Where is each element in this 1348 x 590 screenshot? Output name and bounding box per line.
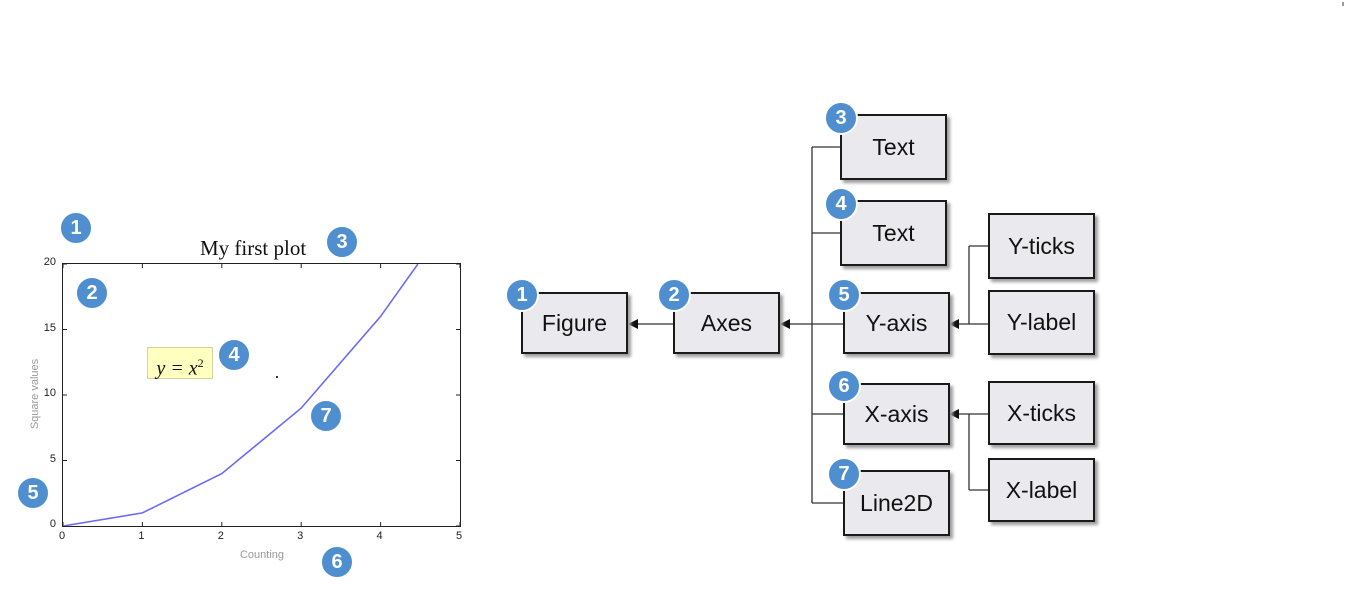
data-line [63,264,419,526]
node-axes: Axes [673,292,780,354]
badge-y-axis: 5 [16,476,50,510]
node-y-axis: Y-axis [843,292,950,354]
badge-figure: 1 [59,211,93,245]
y-tick-label: 10 [43,387,56,399]
y-tick-label: 20 [43,256,56,268]
badge-node-x-axis: 6 [827,369,861,403]
x-tick-label: 5 [455,530,463,542]
node-text-title: Text [840,114,947,180]
node-text-formula: Text [840,200,947,266]
x-tick-label: 0 [58,530,66,542]
plot-title: My first plot [200,236,307,260]
badge-title: 3 [325,225,359,259]
badge-axes: 2 [75,276,109,310]
node-y-label: Y-label [988,290,1095,355]
node-x-ticks: X-ticks [988,381,1095,445]
node-y-ticks: Y-ticks [988,213,1095,279]
badge-node-axes: 2 [657,278,691,312]
formula-base: y = x [156,357,198,380]
node-figure: Figure [521,292,628,354]
badge-x-axis: 6 [320,545,354,579]
node-x-label: X-label [988,458,1095,522]
formula-exponent: 2 [197,356,204,370]
x-tick-label: 4 [376,530,383,542]
y-tick-label: 5 [49,452,56,465]
badge-formula: 4 [217,338,251,372]
badge-node-line2d: 7 [827,457,861,491]
plot-canvas [63,264,460,526]
badge-line: 7 [309,399,343,433]
stray-dot [276,376,278,378]
x-tick-label: 3 [297,530,304,542]
badge-node-text-title: 3 [824,101,858,135]
y-tick-label: 15 [43,321,56,334]
plot-area [62,263,461,527]
node-line2d: Line2D [843,470,950,536]
y-tick-label: 0 [49,518,56,530]
badge-node-text-formula: 4 [824,187,858,221]
formula-box: y = x2 [147,347,213,380]
node-x-axis: X-axis [843,383,950,445]
badge-node-figure: 1 [505,278,539,312]
x-axis-label: Counting [239,549,285,561]
badge-node-y-axis: 5 [827,278,861,312]
corner-mark [1342,2,1344,6]
x-tick-label: 2 [217,530,224,542]
x-tick-label: 1 [138,530,145,542]
